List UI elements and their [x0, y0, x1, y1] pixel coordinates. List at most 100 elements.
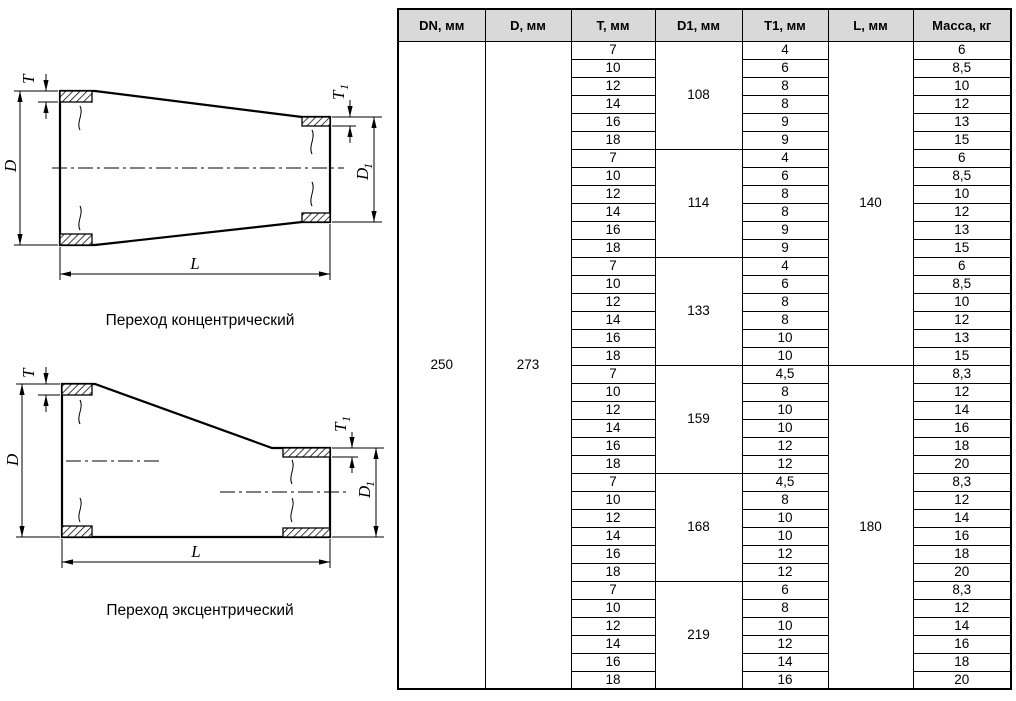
mass-value-cell: 18: [912, 652, 1012, 672]
t1-value-cell: 4,5: [741, 472, 829, 492]
mass-value-cell: 13: [912, 220, 1012, 240]
t1-value-cell: 9: [741, 220, 829, 240]
break-line: [310, 129, 314, 155]
break-line: [310, 181, 314, 207]
wall-section: [61, 383, 93, 396]
mass-value-cell: 6: [912, 148, 1012, 168]
t1-value-cell: 6: [741, 166, 829, 186]
t1-value-cell: 10: [741, 418, 829, 438]
mass-value-cell: 8,5: [912, 58, 1012, 78]
wall-section: [61, 525, 93, 538]
t1-value-cell: 16: [741, 670, 829, 690]
t-value-cell: 12: [570, 76, 656, 96]
d1-value-cell: 159: [654, 364, 743, 474]
t1-value-cell: 9: [741, 130, 829, 150]
mass-value-cell: 12: [912, 202, 1012, 222]
arrow-icon: [349, 457, 355, 468]
mass-value-cell: 18: [912, 544, 1012, 564]
svg-text:D: D: [353, 167, 372, 181]
t-value-cell: 18: [570, 346, 656, 366]
mass-value-cell: 10: [912, 184, 1012, 204]
concentric-reducer-drawing: D T T 1 D 1 L: [1, 73, 382, 280]
t1-value-cell: 8: [741, 490, 829, 510]
t1-value-cell: 10: [741, 400, 829, 420]
svg-text:1: 1: [363, 481, 377, 487]
table-row: 18 9 15: [398, 238, 1012, 258]
arrow-icon: [62, 559, 73, 565]
table-row: 12 8 10: [398, 184, 1012, 204]
arrow-icon: [371, 211, 377, 222]
t1-value-cell: 14: [741, 652, 829, 672]
t-value-cell: 10: [570, 382, 656, 402]
column-header: DN, мм: [397, 8, 486, 42]
l-dimension-label: L: [190, 542, 200, 561]
t-value-cell: 12: [570, 400, 656, 420]
t-value-cell: 7: [570, 148, 656, 168]
mass-value-cell: 8,5: [912, 274, 1012, 294]
mass-value-cell: 14: [912, 616, 1012, 636]
d1-dimension-label: D 1: [353, 163, 375, 181]
t1-value-cell: 9: [741, 238, 829, 258]
t-value-cell: 16: [570, 112, 656, 132]
t-value-cell: 16: [570, 652, 656, 672]
d1-value-cell: 219: [654, 580, 743, 690]
mass-value-cell: 8,3: [912, 364, 1012, 384]
wall-section: [282, 447, 331, 458]
t-value-cell: 10: [570, 598, 656, 618]
t-value-cell: 18: [570, 670, 656, 690]
arrow-icon: [43, 373, 49, 384]
mass-value-cell: 15: [912, 238, 1012, 258]
mass-value-cell: 13: [912, 328, 1012, 348]
t-value-cell: 10: [570, 58, 656, 78]
t1-value-cell: 8: [741, 94, 829, 114]
arrow-icon: [319, 271, 330, 277]
t-dimension-label: T: [19, 73, 38, 84]
t-value-cell: 18: [570, 130, 656, 150]
mass-value-cell: 20: [912, 562, 1012, 582]
arrow-icon: [43, 395, 49, 406]
svg-text:1: 1: [361, 163, 375, 169]
t1-dimension-label: T 1: [329, 84, 351, 100]
column-header: D, мм: [484, 8, 572, 42]
dn-value-cell: 250: [397, 40, 486, 690]
t1-value-cell: 8: [741, 598, 829, 618]
mass-value-cell: 12: [912, 598, 1012, 618]
t1-value-cell: 8: [741, 184, 829, 204]
t-value-cell: 14: [570, 310, 656, 330]
arrow-icon: [43, 80, 49, 91]
column-header: D1, мм: [654, 8, 743, 42]
svg-text:1: 1: [337, 84, 351, 90]
mass-value-cell: 16: [912, 634, 1012, 654]
arrow-icon: [19, 384, 25, 395]
t-value-cell: 7: [570, 256, 656, 276]
t1-value-cell: 9: [741, 112, 829, 132]
t-value-cell: 12: [570, 508, 656, 528]
arrow-icon: [60, 271, 71, 277]
d-value-cell: 273: [484, 40, 572, 690]
t1-value-cell: 8: [741, 202, 829, 222]
t-value-cell: 18: [570, 454, 656, 474]
eccentric-caption: Переход эксцентрический: [106, 602, 294, 619]
t1-value-cell: 6: [741, 274, 829, 294]
mass-value-cell: 20: [912, 454, 1012, 474]
arrow-icon: [19, 526, 25, 537]
t1-value-cell: 4: [741, 40, 829, 60]
t-value-cell: 18: [570, 238, 656, 258]
arrow-icon: [349, 437, 355, 448]
wall-section: [59, 233, 93, 246]
t-value-cell: 12: [570, 292, 656, 312]
mass-value-cell: 10: [912, 76, 1012, 96]
t-value-cell: 12: [570, 184, 656, 204]
t-value-cell: 14: [570, 94, 656, 114]
arrow-icon: [371, 117, 377, 128]
t1-value-cell: 12: [741, 634, 829, 654]
